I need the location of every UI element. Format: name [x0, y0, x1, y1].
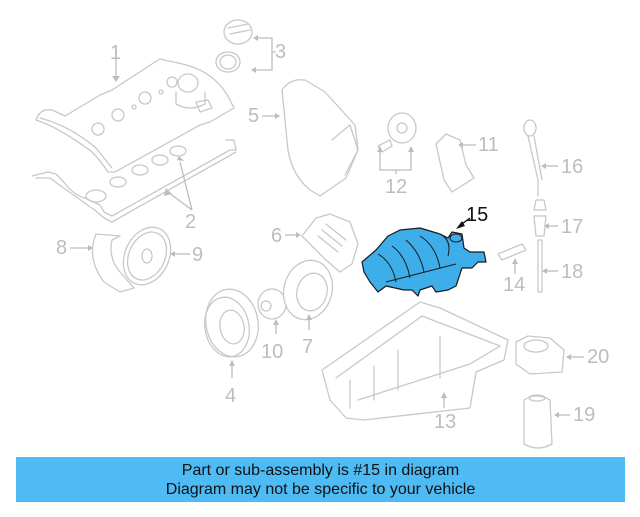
callout-1[interactable]: 1 [110, 42, 122, 64]
callout-16[interactable]: 16 [561, 156, 584, 178]
callout-7[interactable]: 7 [302, 336, 314, 358]
callout-20[interactable]: 20 [587, 346, 610, 368]
callout-3[interactable]: 3 [275, 41, 287, 63]
part-19-oil-filter-drawing [523, 394, 570, 449]
callout-8[interactable]: 8 [56, 237, 68, 259]
part-20-filter-housing-drawing [515, 335, 584, 375]
part-10-sprocket-drawing [257, 288, 287, 334]
callout-15-highlighted[interactable]: 15 [466, 204, 489, 226]
part-9-cam-gear-drawing [122, 226, 190, 286]
part-11-guide-rail-drawing [435, 133, 476, 193]
callout-13[interactable]: 13 [434, 411, 457, 433]
part-15-oil-baffle-drawing [361, 217, 487, 297]
part-7-seal-housing-drawing [282, 259, 334, 330]
part-12-tensioner-drawing [377, 112, 417, 174]
callout-19[interactable]: 19 [573, 404, 596, 426]
info-banner: Part or sub-assembly is #15 in diagram D… [16, 457, 625, 502]
part-4-crank-pulley-drawing [204, 288, 259, 378]
callout-4[interactable]: 4 [225, 385, 237, 407]
callout-6[interactable]: 6 [271, 225, 283, 247]
callout-5[interactable]: 5 [248, 105, 260, 127]
callout-14[interactable]: 14 [503, 274, 526, 296]
part-14-sealant-drawing [497, 243, 527, 274]
callout-9[interactable]: 9 [192, 244, 204, 266]
part-8-belt-drawing [70, 233, 135, 293]
banner-part-notice: Part or sub-assembly is #15 in diagram [181, 461, 460, 479]
callout-11[interactable]: 11 [478, 134, 499, 156]
callout-12[interactable]: 12 [385, 176, 408, 198]
part-2-gasket-drawing [31, 139, 237, 223]
callout-2[interactable]: 2 [185, 211, 197, 233]
banner-disclaimer: Diagram may not be specific to your vehi… [165, 480, 476, 498]
part-5-timing-cover-drawing [262, 79, 359, 197]
callout-17[interactable]: 17 [561, 216, 584, 238]
part-13-oil-pan-drawing [321, 301, 509, 421]
callout-18[interactable]: 18 [561, 261, 584, 283]
part-16-17-18-dipstick-drawing [523, 119, 558, 293]
callout-10[interactable]: 10 [261, 341, 284, 363]
part-1-valve-cover-drawing [35, 50, 235, 173]
part-6-cover-plate-drawing [285, 213, 359, 273]
part-3-filler-cap-drawing [215, 19, 276, 73]
